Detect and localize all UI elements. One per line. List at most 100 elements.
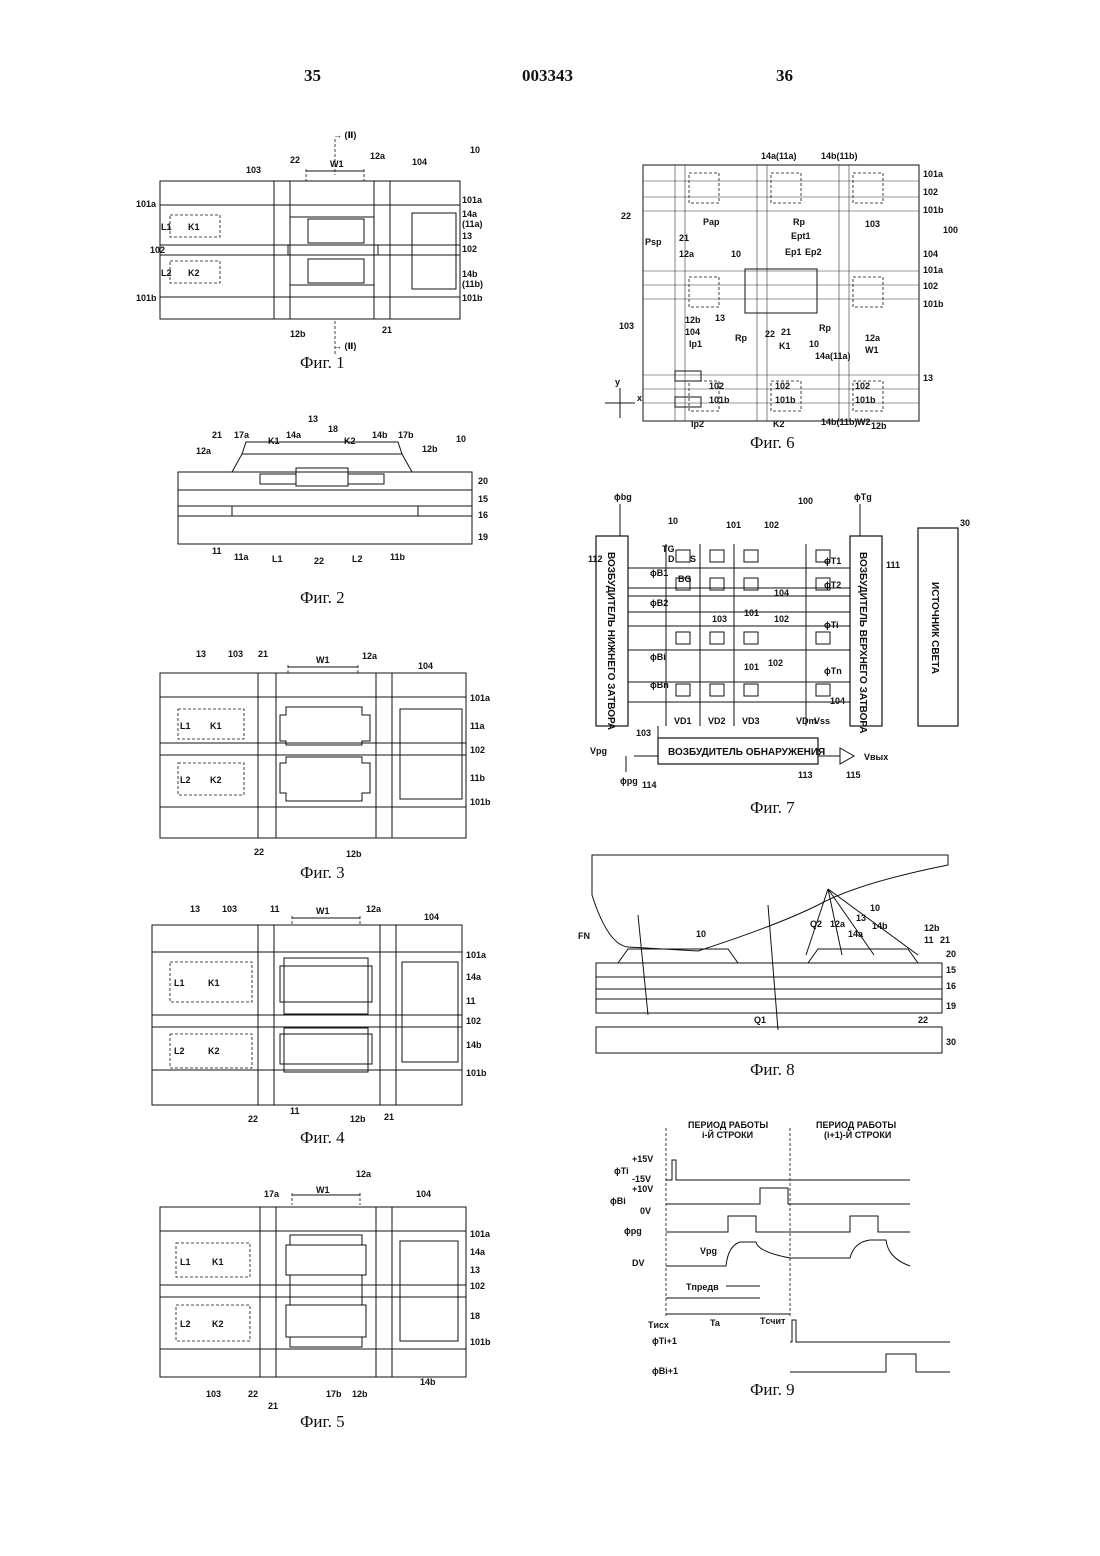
figure-label: 21 — [382, 325, 392, 335]
figure-label: 12b — [352, 1389, 368, 1399]
figure-label: (11a) — [462, 219, 483, 229]
figure-label: 10 — [809, 339, 819, 349]
figure-label: 111 — [886, 560, 900, 570]
figure-label: 102 — [774, 614, 789, 624]
figure-label: 21 — [679, 233, 689, 243]
figure-label: TG — [662, 544, 675, 554]
figure-label: 101b — [709, 395, 730, 405]
figure-label: 103 — [222, 904, 237, 914]
figure-label: 113 — [798, 770, 813, 780]
figure-label: 14b(11b) — [821, 417, 858, 427]
figure-label: K1 — [268, 436, 280, 446]
figure-label: W1 — [865, 345, 879, 355]
figure-label: 22 — [248, 1114, 258, 1124]
figure-label: 101 — [744, 608, 759, 618]
figure-label: 22 — [621, 211, 631, 221]
figure-label: 100 — [798, 496, 813, 506]
figure-label: L1 — [180, 1257, 191, 1267]
figure-label: 102 — [462, 244, 477, 254]
figure-label: 101a — [466, 950, 487, 960]
figure-label: 103 — [246, 165, 261, 175]
figure-label: 12b — [924, 923, 940, 933]
figure-label: Tсчит — [760, 1316, 786, 1326]
figure-label: Ip2 — [691, 419, 704, 429]
figure-label: 12a — [865, 333, 881, 343]
figure-label: 13 — [308, 414, 318, 424]
section-marker-bottom: → (Ⅱ) — [333, 341, 356, 351]
figure-label: 22 — [254, 847, 264, 857]
figure-label: 20 — [478, 476, 488, 486]
figure-label: 13 — [196, 649, 206, 659]
figure-label: 13 — [470, 1265, 480, 1275]
figure-label: x — [637, 393, 642, 403]
figure-label: 14b — [462, 269, 478, 279]
page-number-left: 35 — [304, 66, 321, 86]
figure-label: 14a — [286, 430, 302, 440]
figure-label: 10 — [870, 903, 880, 913]
figure-label: 12a — [362, 651, 378, 661]
figure-label: ϕpg — [624, 1226, 642, 1236]
figure-label: L2 — [174, 1046, 185, 1056]
figure-label: L1 — [272, 554, 283, 564]
figure-label: ϕBn — [650, 680, 669, 690]
figure-label: 17b — [326, 1389, 342, 1399]
figure-label: 12a — [679, 249, 695, 259]
figure-label: L1 — [174, 978, 185, 988]
figure-label: 104 — [830, 696, 845, 706]
figure-label: 11 — [212, 546, 222, 556]
figure-label: 101b — [775, 395, 796, 405]
figure-label: 21 — [212, 430, 222, 440]
figure-label: 22 — [765, 329, 775, 339]
figure-label: +15V — [632, 1154, 653, 1164]
figure-label: K2 — [208, 1046, 220, 1056]
figure-label: 22 — [918, 1015, 928, 1025]
figure-label: L2 — [180, 1319, 191, 1329]
figure-label: 12a — [196, 446, 212, 456]
figure-label: 12a — [830, 919, 846, 929]
figure-label: 101a — [470, 693, 491, 703]
figure-label: 12a — [370, 151, 386, 161]
figure-label: 12a — [366, 904, 382, 914]
figure-label: 21 — [384, 1112, 394, 1122]
figure-label: VD2 — [708, 716, 726, 726]
figure-label: K2 — [188, 268, 200, 278]
figure-label: K1 — [210, 721, 222, 731]
figure-label: 101b — [466, 1068, 487, 1078]
figure-label: ϕBi+1 — [652, 1366, 678, 1376]
figure-label: K1 — [779, 341, 791, 351]
figure-label: (i+1)-Й СТРОКИ — [824, 1129, 891, 1140]
figure-label: 101 — [744, 662, 759, 672]
figure-label: i-Й СТРОКИ — [702, 1129, 753, 1140]
figure-label: (11b) — [462, 279, 483, 289]
figure-label: K1 — [208, 978, 220, 988]
figure-label: 13 — [715, 313, 725, 323]
figure-label: ϕTn — [824, 666, 842, 676]
figure-7-caption: Фиг. 7 — [750, 798, 795, 818]
figure-label: 112 — [588, 554, 603, 564]
figure-label: S — [690, 554, 696, 564]
figure-label: 104 — [416, 1189, 431, 1199]
figure-3-caption: Фиг. 3 — [300, 863, 345, 883]
figure-label: y — [615, 377, 620, 387]
figure-label: +10V — [632, 1184, 653, 1194]
figure-label: 12b — [685, 315, 701, 325]
figure-label: 14a — [462, 209, 478, 219]
figure-5-caption: Фиг. 5 — [300, 1412, 345, 1432]
figure-label: 18 — [328, 424, 338, 434]
figure-label: 13 — [190, 904, 200, 914]
figure-label: VD3 — [742, 716, 760, 726]
figure-label: ϕBi — [650, 652, 666, 662]
figure-label: 18 — [470, 1311, 480, 1321]
figure-label: 14b(11b) — [821, 151, 858, 161]
figure-label: 22 — [314, 556, 324, 566]
figure-label: ϕT2 — [824, 580, 841, 590]
figure-9-caption: Фиг. 9 — [750, 1380, 795, 1400]
figure-label: K2 — [210, 775, 222, 785]
detection-driver-label: ВОЗБУДИТЕЛЬ ОБНАРУЖЕНИЯ — [668, 747, 825, 758]
top-gate-driver-label: ВОЗБУДИТЕЛЬ ВЕРХНЕГО ЗАТВОРА — [857, 552, 868, 733]
figure-3-plan-view: 13 103 21 W1 12a 104 101a 11a 102 11b 10… — [158, 645, 518, 860]
figure-label: L2 — [180, 775, 191, 785]
figure-label: 102 — [466, 1016, 481, 1026]
figure-label: K1 — [188, 222, 200, 232]
figure-label: 17a — [264, 1189, 280, 1199]
